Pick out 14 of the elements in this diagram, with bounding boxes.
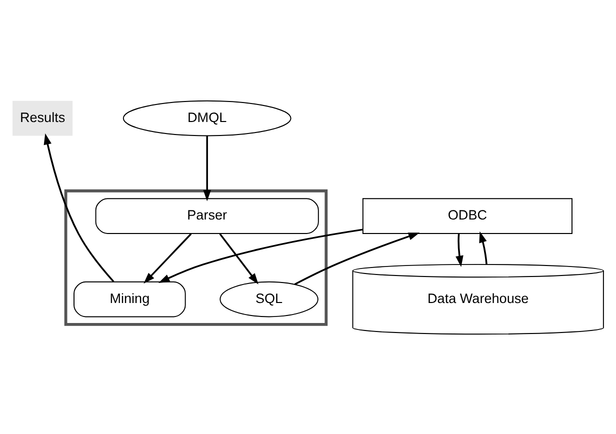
arrow [158, 228, 363, 282]
arrow [144, 232, 192, 284]
node-box: Results [12, 100, 73, 136]
arrow [44, 132, 114, 282]
node-box: Parser [95, 198, 319, 234]
arrow [219, 232, 258, 284]
node-box: ODBC [362, 198, 572, 234]
node-box: Mining [74, 280, 186, 317]
arrow [294, 232, 420, 285]
arrow [479, 230, 488, 264]
arrow [456, 233, 464, 266]
node-ellipse: SQL [220, 280, 318, 317]
node-ellipse: DMQL [122, 100, 292, 136]
arrow [203, 135, 212, 201]
